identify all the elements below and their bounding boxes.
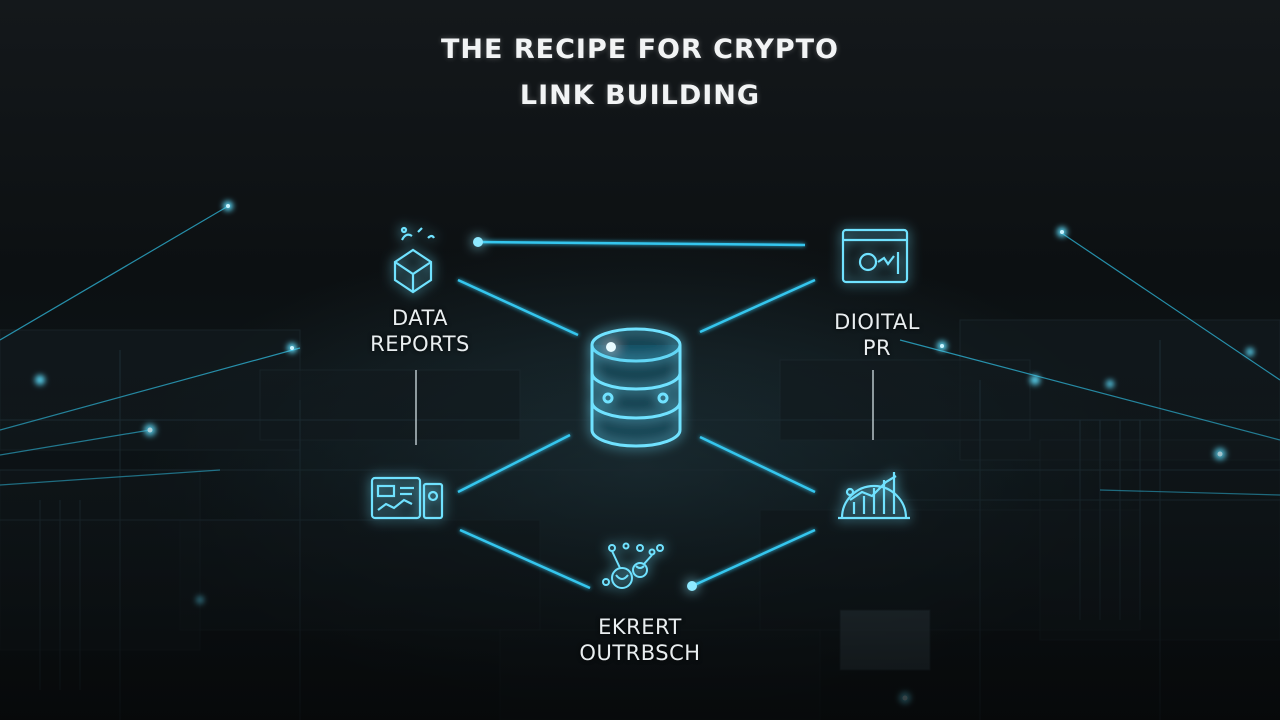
connector-node-dot xyxy=(687,581,697,591)
title-line-2: LINK BUILDING xyxy=(519,80,761,111)
connector-top xyxy=(477,240,806,247)
node-label-line: OUTRBSCH xyxy=(579,641,701,665)
connector-lowerright-to-expert xyxy=(689,528,816,589)
node-label-data-reports: DATA REPORTS xyxy=(355,305,485,357)
connector-lowerleft-to-expert xyxy=(459,528,591,590)
hologram-cube-icon xyxy=(393,226,435,294)
node-label-line: DIOITAL xyxy=(834,310,920,334)
node-label-line: REPORTS xyxy=(370,332,470,356)
connector-pr-to-center xyxy=(699,278,816,334)
dashboard-screen-icon xyxy=(370,476,444,520)
growth-chart-icon xyxy=(838,472,910,520)
connector-data-to-center xyxy=(457,278,579,337)
connector-node-dot xyxy=(473,237,483,247)
node-label-line: PR xyxy=(862,336,892,360)
database-icon xyxy=(590,327,682,448)
node-label-expert-outreach: EKRERT OUTRBSCH xyxy=(560,614,720,666)
network-gears-icon xyxy=(602,542,664,589)
browser-window-icon xyxy=(841,228,909,284)
title-line-1: THE RECIPE FOR CRYPTO xyxy=(440,34,839,65)
connector-center-to-lowerleft xyxy=(457,433,571,494)
connector-center-to-lowerright xyxy=(699,435,816,494)
node-label-digital-pr: DIOITAL PR xyxy=(812,309,942,361)
node-label-line: EKRERT xyxy=(598,615,682,639)
node-label-line: DATA xyxy=(391,306,449,330)
